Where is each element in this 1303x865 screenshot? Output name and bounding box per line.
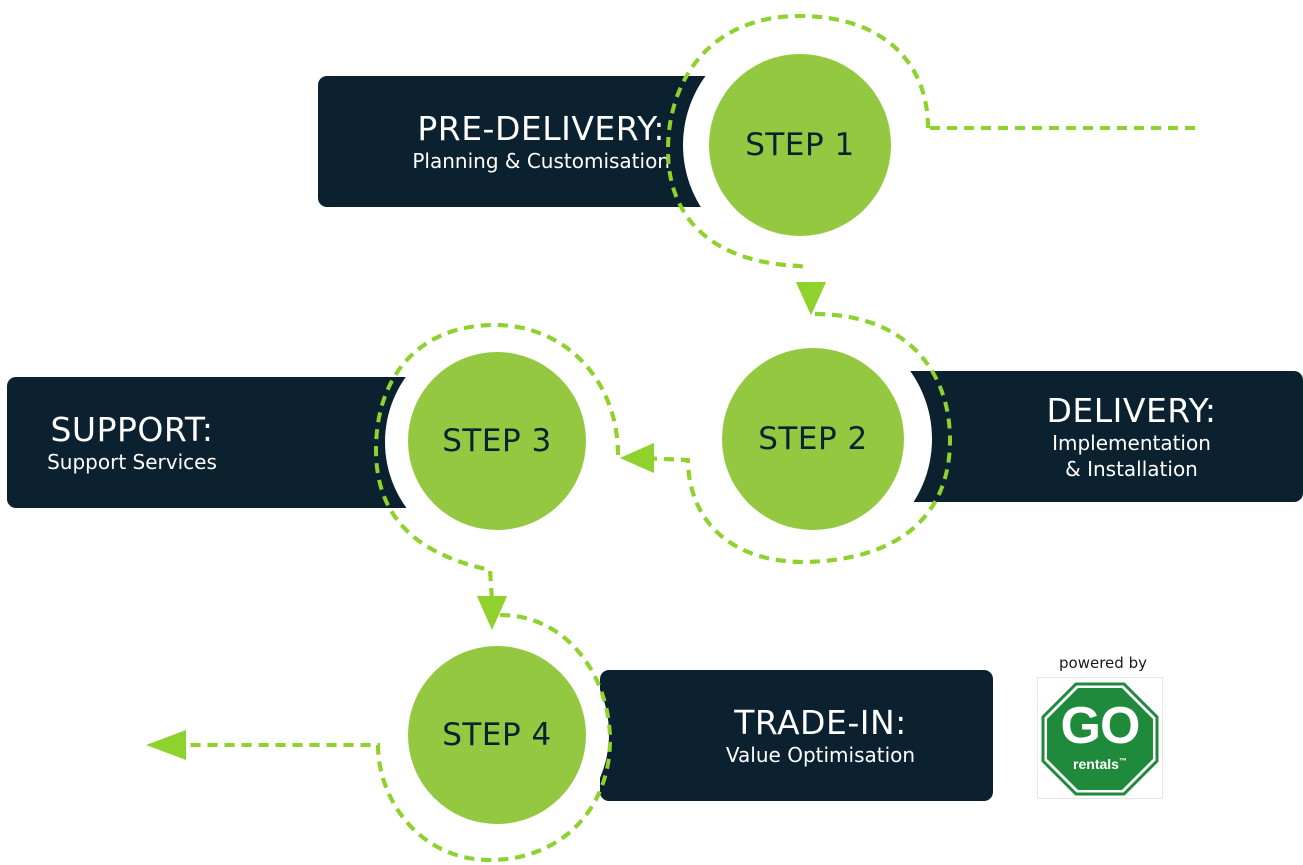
delivery-box: DELIVERY: Implementation & Installation	[900, 371, 1303, 502]
trade-in-title: TRADE-IN:	[734, 702, 907, 742]
step1-circle: STEP 1	[709, 54, 891, 236]
step4-circle: STEP 4	[408, 646, 586, 824]
support-box: SUPPORT: Support Services	[7, 377, 427, 508]
arrowhead-exit	[146, 730, 186, 760]
logo-caption: powered by	[1059, 654, 1147, 672]
trade-in-subtitle: Value Optimisation	[725, 742, 916, 767]
trade-in-box: TRADE-IN: Value Optimisation	[600, 670, 993, 801]
step3-label: STEP 3	[442, 423, 552, 459]
support-subtitle: Support Services	[47, 449, 217, 474]
logo-rentals-text: rentals	[1073, 756, 1119, 772]
delivery-title: DELIVERY:	[1046, 390, 1217, 430]
delivery-subtitle-line2: & Installation	[1065, 456, 1198, 481]
step1-label: STEP 1	[745, 127, 855, 163]
step2-circle: STEP 2	[722, 348, 904, 530]
delivery-subtitle-line1: Implementation	[1052, 430, 1211, 455]
octagon-logo-icon	[1041, 682, 1159, 796]
ring-overlay-step4	[180, 613, 613, 863]
pre-delivery-subtitle: Planning & Customisation	[412, 148, 670, 173]
arrowhead-overlay-step2	[796, 282, 826, 315]
support-title: SUPPORT:	[50, 409, 214, 449]
logo-sub-wrapper: rentals™	[1038, 756, 1162, 772]
ring-overlay-step2	[639, 312, 953, 565]
go-rentals-logo: GO rentals™	[1037, 677, 1163, 799]
ring-overlay-step3	[373, 322, 620, 601]
arrowhead-overlay-step3	[620, 443, 654, 473]
ring-overlay-step1	[665, 13, 930, 270]
step2-label: STEP 2	[758, 421, 868, 457]
arrowhead-overlay-step4	[477, 596, 507, 630]
step4-label: STEP 4	[442, 717, 552, 753]
step3-circle: STEP 3	[408, 352, 586, 530]
logo-go-text: GO	[1060, 697, 1141, 755]
logo-trademark: ™	[1118, 756, 1127, 766]
pre-delivery-title: PRE-DELIVERY:	[417, 108, 665, 148]
